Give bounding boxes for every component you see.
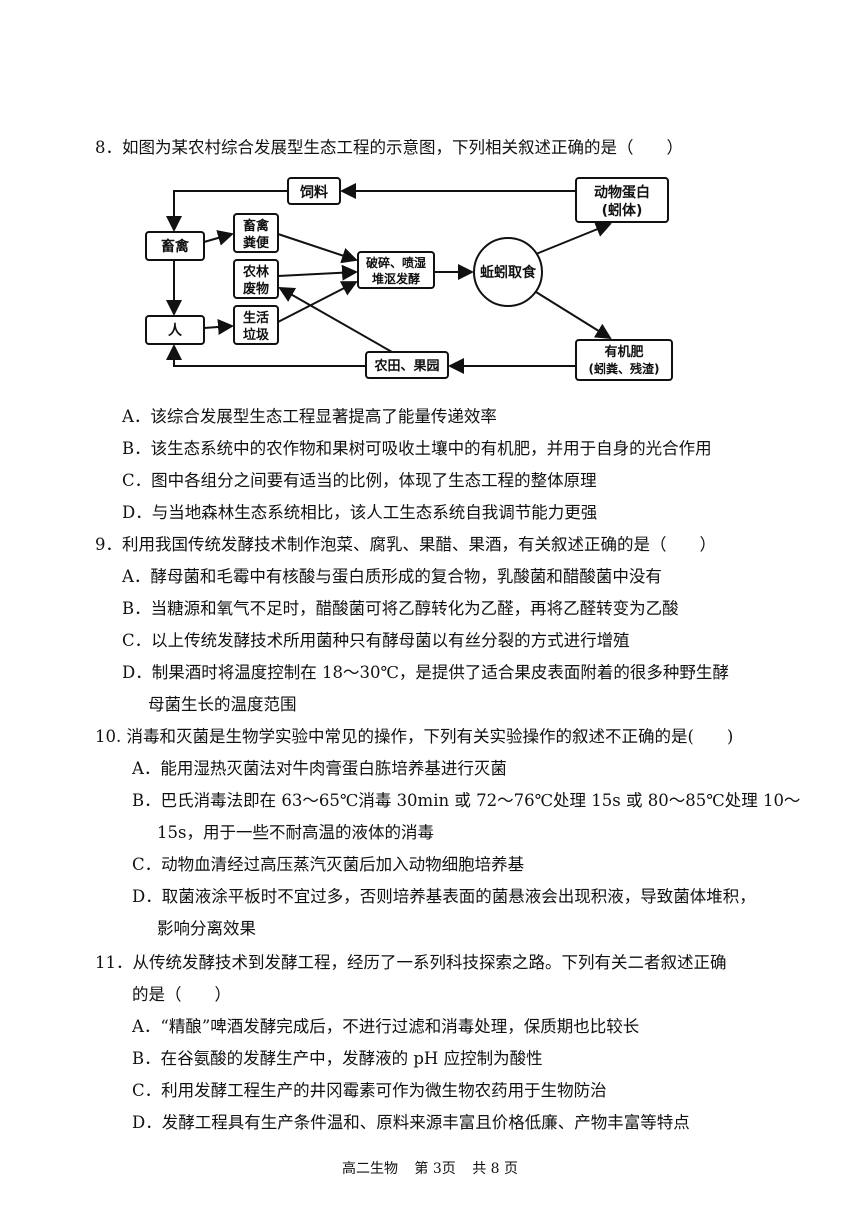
ferment-label-1: 破碎、喷湿 [366,255,426,270]
feed-label: 饲料 [299,184,328,201]
arrow-garbage-ferment [277,281,358,323]
q9-option-d: D．制果酒时将温度控制在 18～30℃，是提供了适合果皮表面附着的很多种野生酵 [122,663,729,682]
q10-option-b-cont: 15s，用于一些不耐高温的液体的消毒 [157,823,434,842]
livestock-label: 畜禽 [161,238,190,255]
q10-option-d: D．取菌液涂平板时不宜过多，否则培养基表面的菌悬液会出现积液，导致菌体堆积， [132,887,756,906]
q11-option-c: C．利用发酵工程生产的井冈霉素可作为微生物农药用于生物防治 [132,1081,607,1100]
animal-protein-box [575,177,669,223]
garbage-box [233,305,279,345]
question-8-stem: 8．如图为某农村综合发展型生态工程的示意图，下列相关叙述正确的是（ ） [95,138,683,157]
animal-protein-label-2: (蚓体) [602,202,643,219]
q10-option-c: C．动物血清经过高压蒸汽灭菌后加入动物细胞培养基 [132,855,525,874]
manure-label-2: 粪便 [243,235,270,251]
agri-waste-label-2: 废物 [243,281,269,297]
q10-option-d-cont: 影响分离效果 [157,919,256,938]
manure-label-1: 畜禽 [243,218,270,234]
footer-subject: 高二生物 [341,1161,398,1177]
question-9-stem: 9．利用我国传统发酵技术制作泡菜、腐乳、果醋、果酒，有关叙述正确的是（ ） [95,535,716,554]
q9-option-a: A．酵母菌和毛霉中有核酸与蛋白质形成的复合物，乳酸菌和醋酸菌中没有 [122,567,662,586]
arrow-feed-livestock [166,190,288,232]
ferment-label-2: 堆沤发酵 [372,271,420,286]
q9-option-d-cont: 母菌生长的温度范围 [148,695,297,714]
arrow-livestock-manure [203,230,234,246]
q8-option-d: D．与当地森林生态系统相比，该人工生态系统自我调节能力更强 [122,503,598,522]
fertilizer-box [575,339,673,381]
q10-option-a: A．能用湿热灭菌法对牛肉膏蛋白胨培养基进行灭菌 [132,759,507,778]
arrow-human-garbage [203,319,234,335]
q8-option-b: B．该生态系统中的农作物和果树可吸收土壤中的有机肥，并用于自身的光合作用 [122,439,712,458]
arrow-earthworm-fertilizer [535,291,612,340]
q9-option-b: B．当糖源和氧气不足时，醋酸菌可将乙醇转化为乙醛，再将乙醛转变为乙酸 [122,599,679,618]
q8-option-a: A．该综合发展型生态工程显著提高了能量传递效率 [122,407,497,426]
earthworm-label: 蚯蚓取食 [480,264,537,281]
arrow-farmland-agriwaste [278,287,393,353]
q11-option-b: B．在谷氨酸的发酵生产中，发酵液的 pH 应控制为酸性 [132,1049,543,1068]
question-11-stem: 11．从传统发酵技术到发酵工程，经历了一系列科技探索之路。下列有关二者叙述正确 [95,953,727,972]
garbage-label-1: 生活 [243,310,269,326]
page-footer: 高二生物 第 3页 共 8 页 [0,1158,860,1178]
arrow-agriwaste-ferment [277,264,358,281]
fertilizer-label-2: (蚓粪、残渣) [589,361,660,376]
question-11-stem-cont: 的是（ ） [132,985,231,1004]
q10-option-b: B．巴氏消毒法即在 63～65℃消毒 30min 或 72～76℃处理 15s … [132,791,801,810]
agri-waste-label-1: 农林 [242,264,269,280]
q11-option-a: A．“精酿”啤酒发酵完成后，不进行过滤和消毒处理，保质期也比较长 [132,1017,640,1036]
question-10-stem: 10. 消毒和灭菌是生物学实验中常见的操作，下列有关实验操作的叙述不正确的是( … [95,727,734,746]
footer-page: 第 3页 [414,1161,456,1177]
q8-option-c: C．图中各组分之间要有适当的比例，体现了生态工程的整体原理 [122,471,597,490]
footer-total: 共 8 页 [472,1161,519,1177]
q9-option-c: C．以上传统发酵技术所用菌种只有酵母菌以有丝分裂的方式进行增殖 [122,631,630,650]
arrow-earthworm-protein [535,221,612,255]
ferment-box [357,251,435,289]
fertilizer-label-1: 有机肥 [604,344,643,360]
eco-engineering-diagram: 饲料 动物蛋白 (蚓体) 畜禽 畜禽 粪便 农林 废物 人 生活 垃圾 破碎、喷… [145,177,673,381]
agri-waste-box [233,259,279,299]
q11-option-d: D．发酵工程具有生产条件温和、原料来源丰富且价格低廉、产物丰富等特点 [132,1113,690,1132]
farmland-label: 农田、果园 [373,358,439,374]
garbage-label-2: 垃圾 [243,327,270,343]
manure-box [233,213,279,253]
arrow-farmland-human [166,344,366,367]
earthworm-circle [473,237,543,307]
animal-protein-label-1: 动物蛋白 [594,184,650,201]
arrow-manure-ferment [277,233,358,264]
human-label: 人 [168,322,183,339]
